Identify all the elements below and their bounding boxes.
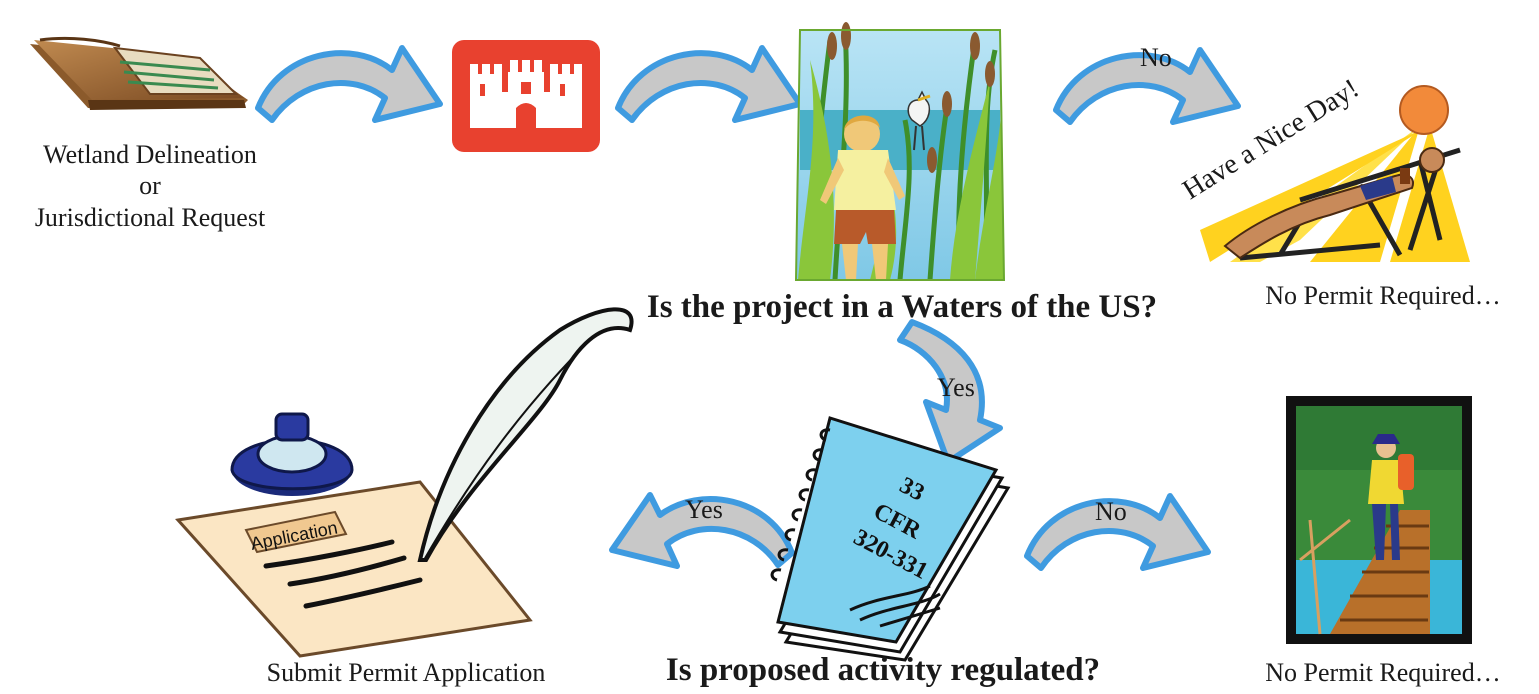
arrow-waters-yes xyxy=(897,319,1003,465)
no-permit-top-label: No Permit Required… xyxy=(1265,281,1500,310)
arrow-corps-to-waters xyxy=(615,45,803,123)
arrow-regulated-yes xyxy=(609,492,795,569)
no-permit-bottom-label: No Permit Required… xyxy=(1265,658,1500,687)
submit-permit-label: Submit Permit Application xyxy=(267,658,546,687)
hiker-bridge-icon xyxy=(1286,396,1472,644)
castle-icon xyxy=(452,40,600,152)
arrow-waters-no xyxy=(1053,47,1241,125)
regulated-question: Is proposed activity regulated? xyxy=(666,652,1100,688)
request-line-1: Wetland Delineation xyxy=(43,140,257,169)
request-line-2: or xyxy=(139,171,161,200)
wetland-boy-heron-icon xyxy=(794,22,1006,281)
arrow-label-yes-down: Yes xyxy=(937,373,975,402)
arrow-label-yes-left: Yes xyxy=(685,495,723,524)
arrow-label-no-top: No xyxy=(1140,43,1172,72)
waters-question: Is the project in a Waters of the US? xyxy=(647,289,1157,325)
arrow-regulated-no xyxy=(1024,493,1211,571)
arrow-label-no-right: No xyxy=(1095,497,1127,526)
arrow-request-to-corps xyxy=(255,45,443,123)
folder-icon xyxy=(30,36,248,110)
request-line-3: Jurisdictional Request xyxy=(35,203,266,232)
sunbather-icon xyxy=(1200,85,1470,262)
regulation-book-icon xyxy=(770,416,1011,662)
quill-inkwell-icon xyxy=(175,307,634,658)
